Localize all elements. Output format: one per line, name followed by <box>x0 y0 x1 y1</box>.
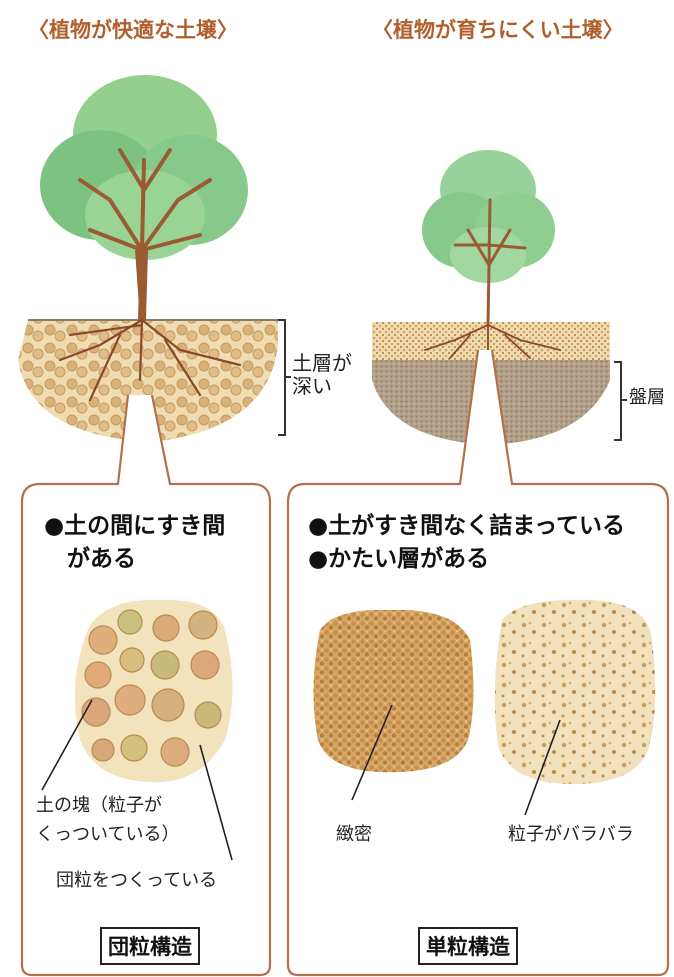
left-depth-bracket <box>278 320 291 435</box>
aggregate-structure-label: 団粒構造 <box>100 927 200 965</box>
hardpan-label: 盤層 <box>629 388 665 409</box>
soil-lump-callout: 土の塊（粒子が くっついている） <box>36 792 179 850</box>
loose-label: 粒子がバラバラ <box>508 820 634 846</box>
dense-label: 緻密 <box>336 820 372 846</box>
left-bullet: ●土の間にすき間 がある <box>44 510 225 577</box>
aggregate-callout: 団粒をつくっている <box>56 866 217 892</box>
left-title: 〈植物が快適な土壌〉 <box>28 14 238 44</box>
single-grain-structure-label: 単粒構造 <box>418 927 518 965</box>
right-title: 〈植物が育ちにくい土壌〉 <box>372 14 624 44</box>
right-hardpan-bracket <box>614 362 627 440</box>
soil-depth-label: 土層が 深い <box>292 352 352 398</box>
right-bullet: ●土がすき間なく詰まっている ●かたい層がある <box>308 510 625 577</box>
